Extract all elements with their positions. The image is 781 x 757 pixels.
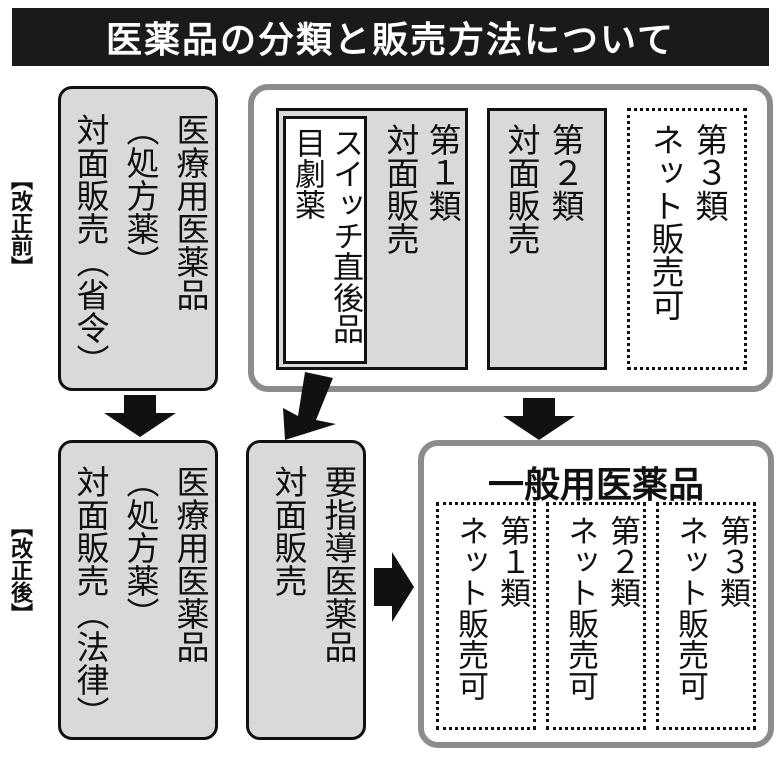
down-arrow-icon [104,395,176,437]
before-rx-col1: 医療用医薬品 [171,113,210,311]
before-switch-col1: スイッチ直後品 [327,127,363,344]
before-rx-box: 医療用医薬品 （処方薬） 対面販売（省令） [58,86,218,391]
right-arrow-icon [374,552,414,622]
label-before: 【改正前】 [7,168,32,278]
after-rx-col1: 医療用医薬品 [171,465,210,663]
after-class3-col2: ネット販売可 [672,515,708,701]
before-switch-box: スイッチ直後品 目劇薬 [283,116,367,364]
after-class2-col1: 第２類 [604,515,640,608]
before-switch-col2: 目劇薬 [289,127,325,220]
before-class3-col1: 第３類 [690,123,729,222]
after-guidance-col1: 要指導医薬品 [319,465,358,663]
after-class1-col2: ネット販売可 [452,515,488,701]
after-guidance-box: 要指導医薬品 対面販売 [246,440,366,740]
after-class3-col1: 第３類 [714,515,750,608]
after-rx-col2: （処方薬） [121,465,160,630]
label-after: 【改正後】 [7,515,32,625]
before-class2-box: 第２類 対面販売 [487,108,607,370]
after-class1-col1: 第１類 [494,515,530,608]
after-class2-box: 第２類 ネット販売可 [546,502,646,730]
before-rx-col2: （処方薬） [121,113,160,278]
diagonal-arrow-icon [283,372,336,440]
after-class2-col2: ネット販売可 [562,515,598,701]
after-rx-col3: 対面販売（法律） [71,465,110,729]
before-class2-col2: 対面販売 [502,123,541,255]
before-rx-col3: 対面販売（省令） [71,113,110,377]
before-class3-col2: ネット販売可 [646,123,685,321]
before-class3-box: 第３類 ネット販売可 [627,108,747,370]
after-class1-box: 第１類 ネット販売可 [436,502,536,730]
after-general-title: 一般用医薬品 [487,465,704,506]
page-title: 医薬品の分類と販売方法について [12,8,769,66]
after-rx-box: 医療用医薬品 （処方薬） 対面販売（法律） [58,440,218,740]
before-class1-col1: 第１類 [423,123,462,222]
before-class2-col1: 第２類 [546,123,585,222]
down-arrow-icon [503,398,575,440]
after-class3-box: 第３類 ネット販売可 [656,502,756,730]
before-class1-col2: 対面販売 [381,123,420,255]
after-guidance-col2: 対面販売 [269,465,308,597]
